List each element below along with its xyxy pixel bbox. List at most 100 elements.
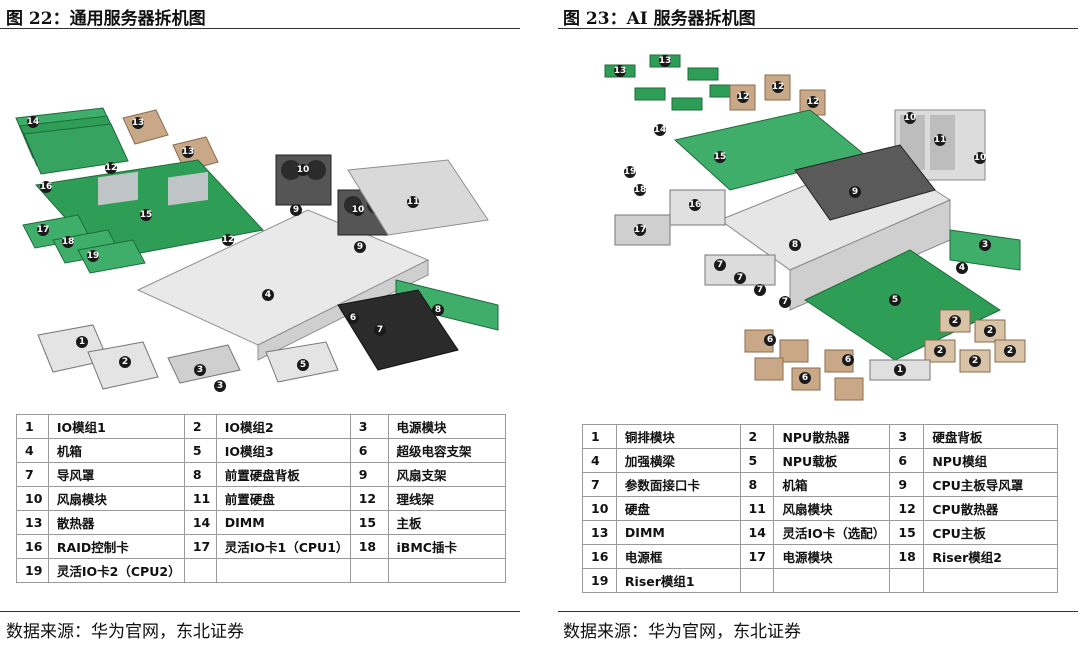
legend-part-name: 主板 bbox=[387, 510, 507, 535]
legend-part-number: 18 bbox=[349, 534, 389, 559]
legend-part-name: 灵活IO卡1（CPU1） bbox=[215, 534, 351, 559]
legend-part-number bbox=[739, 568, 775, 593]
legend-part-name: DIMM bbox=[215, 510, 351, 535]
legend-part-number: 13 bbox=[16, 510, 49, 535]
left-title-rule bbox=[0, 28, 520, 29]
legend-part-name bbox=[387, 558, 507, 583]
legend-part-number: 16 bbox=[582, 544, 617, 569]
legend-part-number: 8 bbox=[183, 462, 217, 487]
svg-text:9: 9 bbox=[357, 242, 363, 252]
legend-part-number: 4 bbox=[16, 438, 49, 463]
svg-text:19: 19 bbox=[624, 167, 637, 177]
svg-text:3: 3 bbox=[197, 365, 203, 375]
svg-text:6: 6 bbox=[802, 373, 808, 383]
legend-part-number: 7 bbox=[582, 472, 617, 497]
svg-text:12: 12 bbox=[772, 82, 785, 92]
svg-text:7: 7 bbox=[717, 260, 723, 270]
legend-part-number: 11 bbox=[183, 486, 217, 511]
legend-part-number: 1 bbox=[582, 424, 617, 449]
legend-part-number: 3 bbox=[349, 414, 389, 439]
svg-text:5: 5 bbox=[892, 295, 898, 305]
svg-text:7: 7 bbox=[757, 285, 763, 295]
legend-part-number bbox=[889, 568, 925, 593]
svg-text:12: 12 bbox=[737, 92, 750, 102]
right-exploded-view-image: 13 13 12 12 12 14 15 10 11 10 9 8 17 16 … bbox=[580, 40, 1040, 415]
legend-part-number: 3 bbox=[889, 424, 925, 449]
legend-part-name: 铜排模块 bbox=[615, 424, 741, 449]
legend-part-number: 1 bbox=[16, 414, 49, 439]
legend-part-number: 5 bbox=[183, 438, 217, 463]
svg-text:11: 11 bbox=[934, 135, 947, 145]
svg-text:16: 16 bbox=[40, 182, 53, 192]
svg-text:2: 2 bbox=[1007, 346, 1013, 356]
legend-part-number: 16 bbox=[16, 534, 49, 559]
legend-part-name: 超级电容支架 bbox=[387, 438, 507, 463]
legend-part-number: 19 bbox=[582, 568, 617, 593]
legend-part-name: 散热器 bbox=[47, 510, 185, 535]
svg-text:3: 3 bbox=[982, 240, 988, 250]
legend-part-name: 理线架 bbox=[387, 486, 507, 511]
svg-text:19: 19 bbox=[87, 251, 100, 261]
svg-text:14: 14 bbox=[27, 117, 40, 127]
legend-part-number: 9 bbox=[889, 472, 925, 497]
svg-text:17: 17 bbox=[37, 225, 50, 235]
legend-part-name: 灵活IO卡2（CPU2） bbox=[47, 558, 185, 583]
legend-part-name: 加强横梁 bbox=[615, 448, 741, 473]
legend-part-number: 8 bbox=[739, 472, 775, 497]
legend-part-name: DIMM bbox=[615, 520, 741, 545]
legend-part-name: NPU载板 bbox=[773, 448, 891, 473]
legend-part-number: 6 bbox=[889, 448, 925, 473]
svg-text:12: 12 bbox=[105, 163, 118, 173]
svg-text:8: 8 bbox=[435, 305, 441, 315]
svg-text:13: 13 bbox=[182, 147, 195, 157]
legend-part-number: 15 bbox=[889, 520, 925, 545]
legend-part-number: 15 bbox=[349, 510, 389, 535]
legend-part-name: 电源模块 bbox=[773, 544, 891, 569]
legend-part-name: 硬盘背板 bbox=[923, 424, 1058, 449]
legend-part-number: 17 bbox=[739, 544, 775, 569]
svg-text:7: 7 bbox=[377, 325, 383, 335]
svg-text:11: 11 bbox=[407, 197, 420, 207]
svg-text:16: 16 bbox=[689, 200, 702, 210]
legend-part-number: 19 bbox=[16, 558, 49, 583]
legend-part-number bbox=[183, 558, 217, 583]
legend-part-number: 11 bbox=[739, 496, 775, 521]
svg-text:2: 2 bbox=[937, 346, 943, 356]
svg-text:6: 6 bbox=[767, 335, 773, 345]
legend-part-name: 导风罩 bbox=[47, 462, 185, 487]
legend-part-name: NPU散热器 bbox=[773, 424, 891, 449]
svg-text:13: 13 bbox=[132, 118, 145, 128]
part-number-bubbles: 13 13 12 12 12 14 15 10 11 10 9 8 17 16 … bbox=[614, 55, 1016, 384]
legend-part-number: 10 bbox=[582, 496, 617, 521]
legend-part-number: 9 bbox=[349, 462, 389, 487]
legend-part-name: 风扇模块 bbox=[47, 486, 185, 511]
svg-text:7: 7 bbox=[782, 297, 788, 307]
svg-text:18: 18 bbox=[62, 237, 75, 247]
svg-text:6: 6 bbox=[845, 355, 851, 365]
svg-text:1: 1 bbox=[79, 337, 85, 347]
legend-part-number bbox=[349, 558, 389, 583]
legend-part-number: 12 bbox=[349, 486, 389, 511]
legend-part-number: 4 bbox=[582, 448, 617, 473]
legend-part-name: 前置硬盘背板 bbox=[215, 462, 351, 487]
svg-text:10: 10 bbox=[297, 165, 310, 175]
svg-text:10: 10 bbox=[352, 205, 365, 215]
svg-text:2: 2 bbox=[952, 316, 958, 326]
legend-part-number: 18 bbox=[889, 544, 925, 569]
legend-part-name bbox=[215, 558, 351, 583]
legend-part-name: IO模组1 bbox=[47, 414, 185, 439]
svg-text:9: 9 bbox=[293, 205, 299, 215]
legend-part-name: CPU主板 bbox=[923, 520, 1058, 545]
legend-part-number: 12 bbox=[889, 496, 925, 521]
legend-part-name: 风扇模块 bbox=[773, 496, 891, 521]
legend-part-name: 灵活IO卡（选配） bbox=[773, 520, 891, 545]
legend-part-number: 17 bbox=[183, 534, 217, 559]
